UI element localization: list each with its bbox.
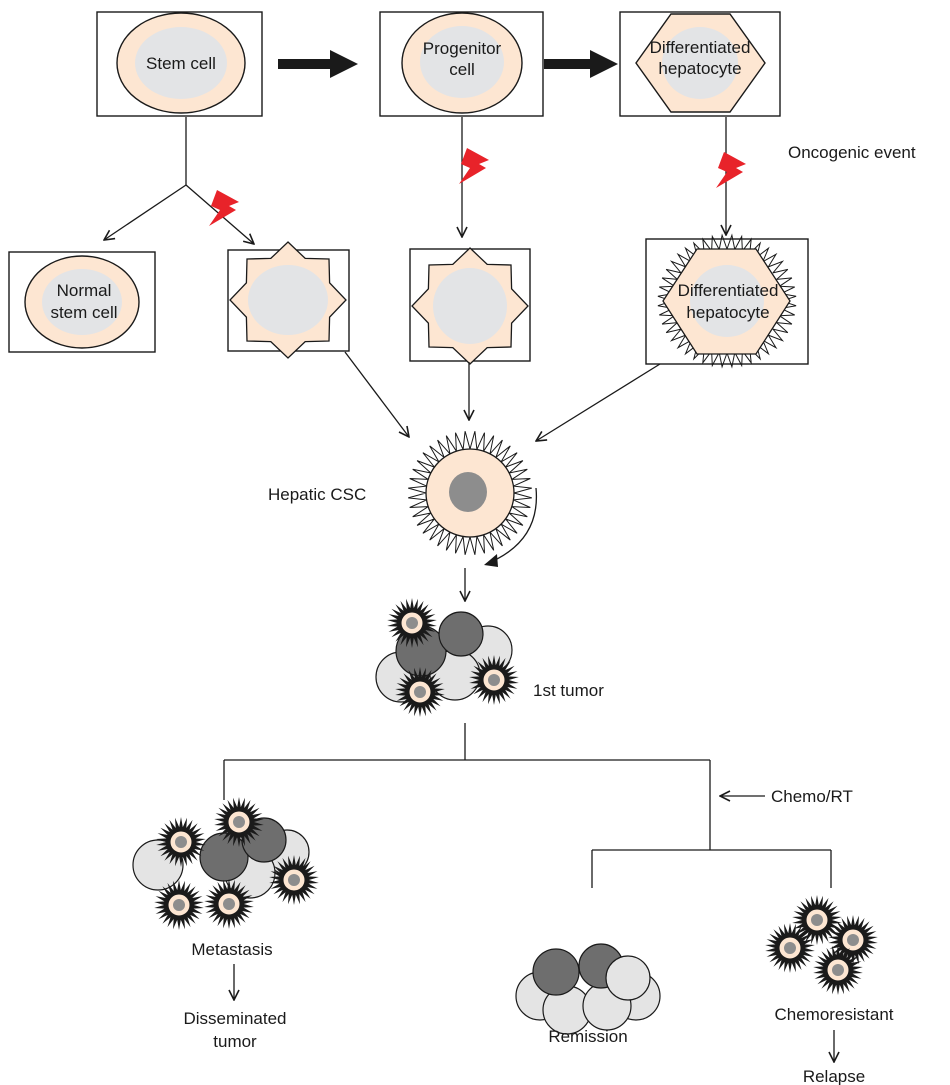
lightning-icon: [459, 148, 489, 184]
nucleus-icon: [248, 265, 328, 335]
remission-label: Remission: [548, 1027, 627, 1046]
stem-cell-label: Stem cell: [146, 54, 216, 73]
thick-arrow-1: [278, 50, 358, 78]
transformed-stem-cell-box: [227, 241, 350, 359]
hepatic-csc-cell: [408, 431, 532, 555]
transformed-hepatocyte-box: Differentiated hepatocyte: [645, 233, 809, 369]
chemoresistant-cluster: [765, 895, 878, 995]
disseminated-label-line1: Disseminated: [184, 1009, 287, 1028]
nucleus-icon: [662, 27, 738, 99]
nucleus-icon: [420, 26, 504, 98]
differentiated-label-line1: Differentiated: [678, 281, 779, 300]
relapse-label: Relapse: [803, 1067, 865, 1085]
lightning-icon: [716, 152, 746, 188]
self-renewal-arrowhead: [484, 554, 498, 567]
transformed-progenitor-box: [409, 247, 531, 365]
differentiated-label-line1: Differentiated: [650, 38, 751, 57]
nucleus-icon: [690, 265, 764, 337]
differentiated-label-line2: hepatocyte: [658, 59, 741, 78]
progenitor-label-line2: cell: [449, 60, 475, 79]
metastasis-cluster: [132, 797, 319, 930]
remission-cluster: [515, 943, 661, 1035]
disseminated-label-line2: tumor: [213, 1032, 257, 1051]
normal-label-line1: Normal: [57, 281, 112, 300]
chemoresistant-label: Chemoresistant: [774, 1005, 893, 1024]
tree-lines: [223, 723, 832, 888]
normal-label-line2: stem cell: [50, 303, 117, 322]
thick-arrow-2: [544, 50, 618, 78]
stem-cell-box: Stem cell: [96, 11, 263, 117]
nucleus-icon: [42, 269, 122, 335]
progenitor-label-line1: Progenitor: [423, 39, 502, 58]
oncogenic-event-label: Oncogenic event: [788, 143, 916, 162]
first-tumor-label: 1st tumor: [533, 681, 604, 700]
nucleus-icon: [433, 268, 507, 344]
chemo-rt-label: Chemo/RT: [771, 787, 853, 806]
progenitor-cell-box: Progenitor cell: [379, 11, 544, 117]
converging-arrows: [344, 351, 661, 441]
differentiated-hepatocyte-box: Differentiated hepatocyte: [619, 11, 781, 117]
hepatic-csc-label: Hepatic CSC: [268, 485, 366, 504]
stem-branch-lines: [104, 117, 254, 244]
metastasis-label: Metastasis: [191, 940, 272, 959]
first-tumor-cluster: [375, 598, 519, 717]
nucleus-icon: [135, 27, 227, 99]
differentiated-label-line2: hepatocyte: [686, 303, 769, 322]
nucleus-icon: [449, 472, 487, 512]
normal-stem-cell-box: Normal stem cell: [8, 251, 156, 353]
